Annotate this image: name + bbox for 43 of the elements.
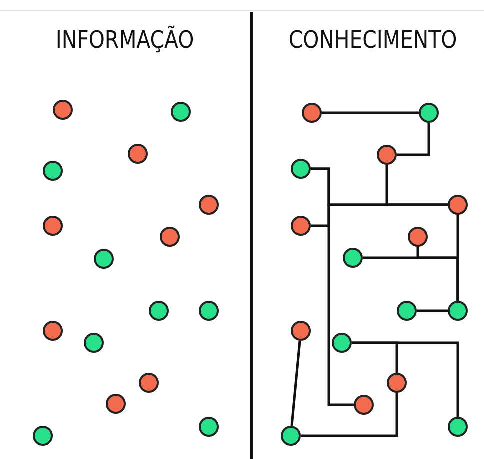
connector-line: [416, 247, 460, 301]
dot: [354, 395, 374, 415]
dot: [149, 301, 169, 321]
dot: [53, 100, 73, 120]
dot: [94, 249, 114, 269]
connector-line: [352, 342, 398, 373]
connector-line: [311, 204, 448, 228]
dot: [448, 417, 468, 437]
dot: [43, 161, 63, 181]
dot: [448, 195, 468, 215]
connector-line: [290, 340, 302, 426]
dot: [139, 373, 159, 393]
dot: [302, 103, 322, 123]
dot: [199, 417, 219, 437]
connector-line: [301, 393, 398, 438]
dot: [408, 227, 428, 247]
connector-line: [397, 123, 430, 156]
dot: [448, 301, 468, 321]
dot: [199, 195, 219, 215]
dot: [106, 394, 126, 414]
panel-heading: CONHECIMENTO: [288, 26, 458, 54]
dot: [291, 216, 311, 236]
dot: [160, 227, 180, 247]
dot: [199, 301, 219, 321]
dot: [291, 321, 311, 341]
dot: [397, 301, 417, 321]
dot: [171, 102, 191, 122]
connector-line: [417, 310, 448, 312]
dot: [33, 426, 53, 446]
connector-line: [322, 112, 419, 114]
dot: [291, 159, 311, 179]
dot: [128, 144, 148, 164]
dot: [43, 321, 63, 341]
dot: [281, 426, 301, 446]
dot: [43, 216, 63, 236]
dot: [419, 103, 439, 123]
dot: [387, 373, 407, 393]
dot: [343, 248, 363, 268]
dot: [377, 145, 397, 165]
connector-line: [311, 168, 354, 406]
panel-heading: INFORMAÇÃO: [54, 26, 196, 54]
dot: [84, 333, 104, 353]
dot: [332, 333, 352, 353]
